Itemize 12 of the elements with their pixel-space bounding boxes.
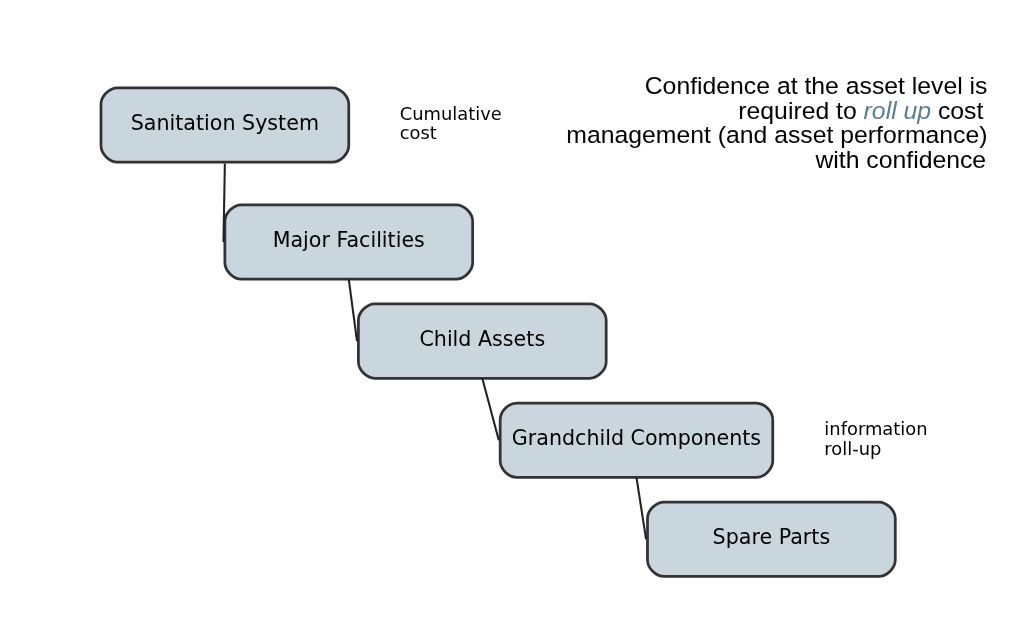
- label: Cumulative cost: [399, 103, 502, 144]
- connector: [222, 163, 226, 242]
- connector: [347, 279, 359, 342]
- label: Confidence at the asset level is required to roll up cost management (and asset performance) with confidence: [566, 71, 988, 174]
- label: information roll-up: [824, 418, 928, 459]
- node-box: Sanitation System: [99, 86, 351, 164]
- node-box: Major Facilities: [223, 203, 475, 281]
- node-box: Spare Parts: [646, 500, 897, 578]
- node-box: Grandchild Components: [498, 401, 775, 479]
- node-box: Child Assets: [357, 302, 608, 380]
- connector: [635, 477, 648, 540]
- connector: [481, 378, 500, 441]
